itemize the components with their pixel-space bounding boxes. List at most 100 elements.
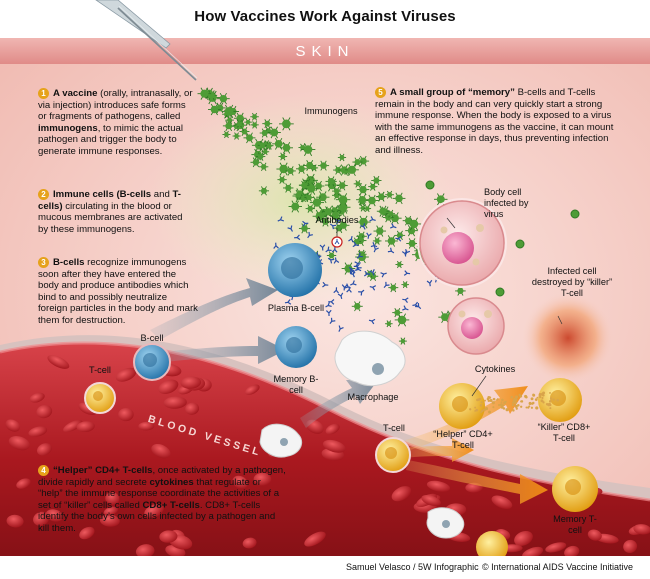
antibody-icon [325,246,332,253]
step-2-badge: 2 [38,189,49,200]
cytokine-dot [542,401,545,404]
immunogen-icon [322,206,335,218]
cytokine-dot [499,403,503,407]
immunogen-icon [425,180,435,190]
cytokine-dot [489,399,493,403]
cytokine-dot [542,394,545,397]
label-infected-cell-destroyed: Infected cell destroyed by “killer” T-ce… [531,266,613,298]
cytokine-dot [484,399,486,402]
immunogen-icon [386,209,395,218]
immunogen-icon [197,87,212,100]
cytokine-dot [524,394,528,398]
destroyed-cell [522,292,614,384]
cytokine-dot [488,396,492,399]
antibody-icon [355,265,362,271]
immunogen-icon [304,182,319,195]
antibody-icon [294,234,301,241]
cytokine-dot [474,406,477,409]
antibody-icon [366,232,372,239]
cytokine-dot [475,408,479,412]
antibody-icon [327,257,335,264]
immunogen-icon [325,176,337,187]
cytokine-dot [511,401,515,404]
red-blood-cells [5,355,650,560]
cytokine-dot [502,404,505,407]
immunogen-icon [338,164,351,176]
immunogen-icon [337,219,350,231]
immunogen-icon [371,175,382,186]
step-4-text-c: . CD8+ T-cells identify the body’s own c… [38,499,276,534]
memory-b-cell [275,326,317,368]
label-t-cell-mid: T-cell [383,423,405,433]
antibody-icon [284,299,292,305]
antibody-icon [277,216,285,222]
cytokine-dot [545,403,549,406]
red-blood-cell [47,355,70,369]
step-5-lead: A small group of “memory” [390,87,515,98]
antibody-icon [363,270,371,277]
cytokine-dot [515,407,518,410]
immunogen-icon [317,160,330,171]
step-1-text-b: , to mimic the actual pathogen and trigg… [38,122,184,157]
cytokine-dot [514,404,518,408]
red-blood-cell [514,530,533,546]
b-cell [133,343,171,381]
immunogen-icon [262,119,273,129]
cytokine-dot [469,408,472,411]
antibody-icon [348,235,354,243]
skin-label: SKIN [295,43,355,60]
immunogen-icon [259,128,270,138]
antibody-icon [331,246,338,253]
red-blood-cell [45,509,64,522]
immunogen-icon [312,180,325,192]
immunogen-icon [385,320,393,328]
cytokine-dot [539,395,542,399]
label-memory-b-cell: Memory B-cell [273,374,319,395]
red-blood-cell [99,514,120,527]
red-blood-cell [36,443,52,456]
arrow-to-helper-t-cell [404,438,474,462]
immunogen-icon [515,239,525,249]
immunogen-icon [368,182,378,191]
cytokine-dot [541,392,544,395]
leader-line-cytokines [471,375,487,397]
antibody-icon [383,281,390,289]
immunogen-icon [264,141,274,150]
credit-strip [0,556,650,579]
cytokine-dot [479,403,482,406]
red-blood-cell [587,529,602,541]
immunogen-icon [385,190,394,199]
antibody-icon [346,286,352,293]
red-blood-cell [138,421,155,431]
antibody-icon [390,223,397,229]
immunogen-icon [295,163,308,174]
immunogen-icon [388,283,399,293]
red-blood-cell [325,423,340,435]
red-blood-cell [185,402,200,415]
t-cell-mid [375,437,411,473]
antibody-icon [331,228,343,248]
immunogen-icon [255,152,266,161]
red-blood-cell [304,531,326,547]
red-blood-cell [144,503,164,518]
red-blood-cell [105,492,120,505]
syringe-icon [95,0,198,81]
red-blood-cell [242,537,257,549]
antibody-icon [402,297,409,303]
immunogen-icon [395,260,404,269]
cytokine-dot [512,409,515,412]
immunogen-icon [221,104,237,119]
label-macrophage: Macrophage [347,392,399,402]
antibody-icon [402,305,409,311]
credit-author: Samuel Velasco / 5W Infographic [346,562,479,572]
label-body-cell-infected: Body cell infected by virus [484,187,529,219]
immunogen-icon [392,308,403,318]
antibody-icon [328,299,335,305]
cytokine-dot [503,401,507,405]
step-1-bold-mid: immunogens [38,122,98,134]
immunogen-icon [258,186,270,196]
